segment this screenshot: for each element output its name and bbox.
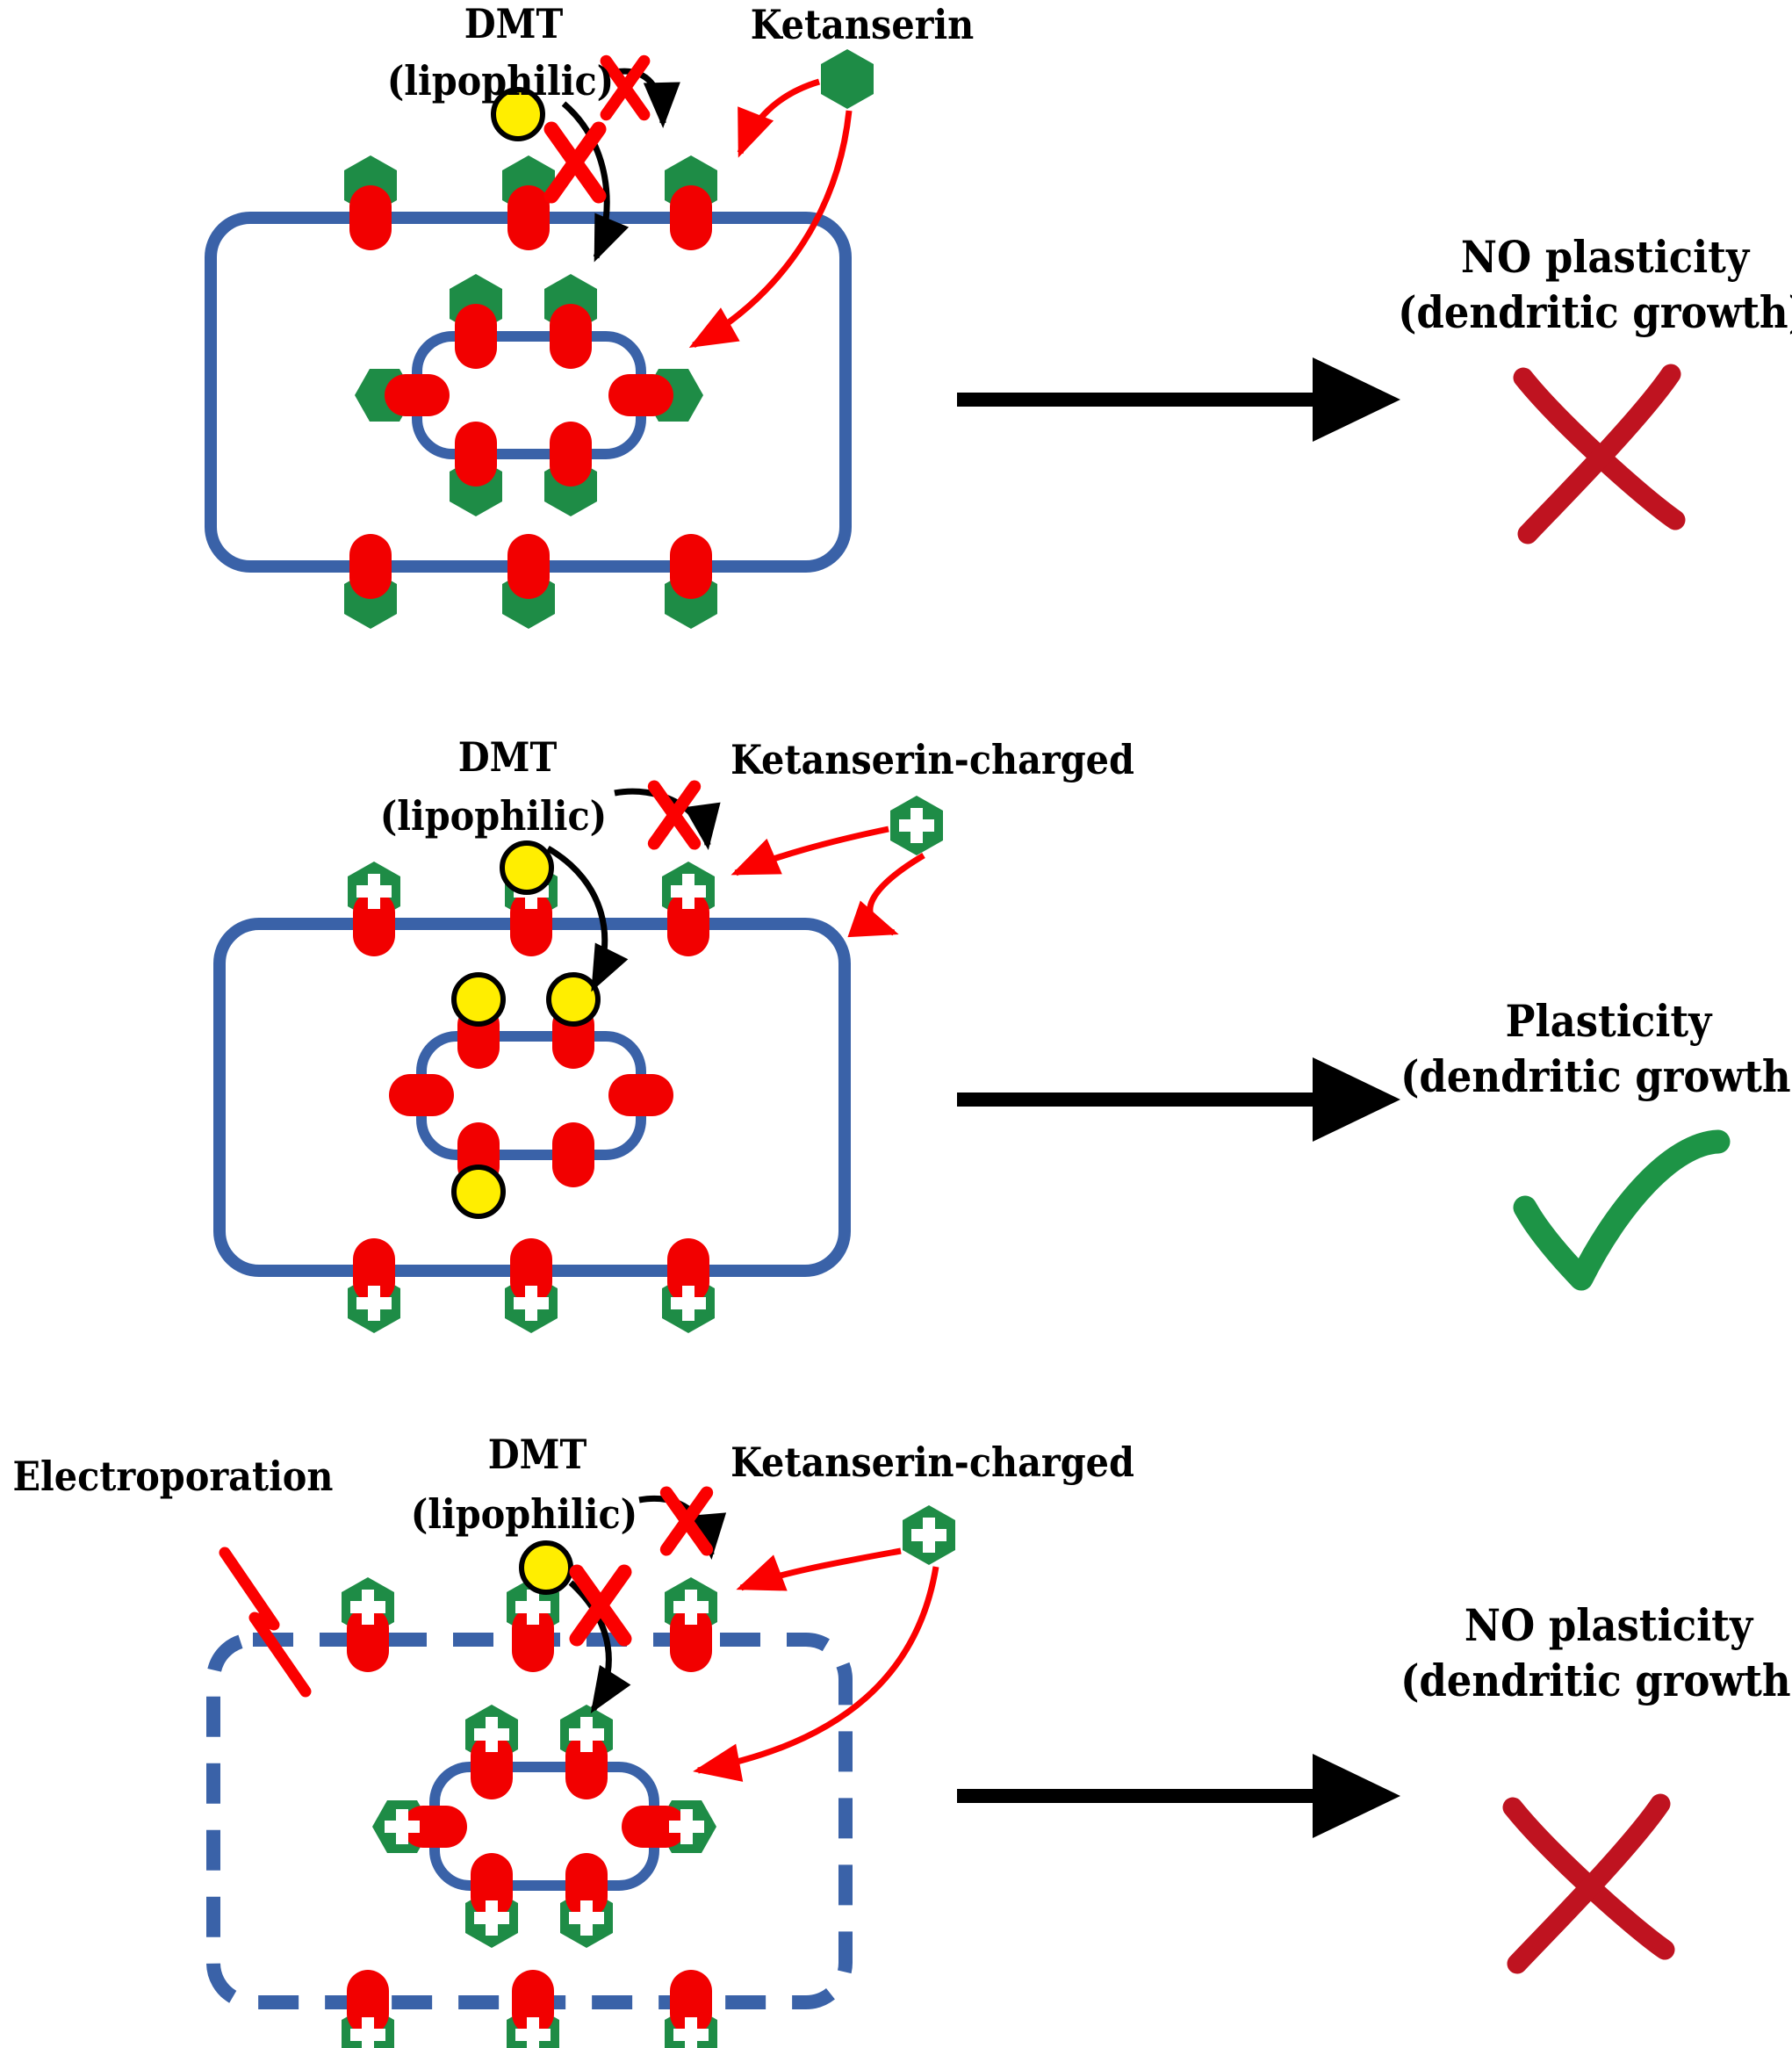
surface-receptor-charged-ketanserin-bound (662, 1238, 715, 1333)
outcome-line1: NO plasticity (1461, 231, 1751, 283)
surface-receptor-ketanserin-bound (665, 534, 717, 629)
surface-receptor-charged-ketanserin-bound (665, 1970, 717, 2048)
outcome-line2: (dendritic growth) (1400, 1050, 1792, 1102)
plasticity-check-icon (1513, 1129, 1731, 1291)
internal-receptor-dmt-bound (454, 975, 503, 1069)
internal-receptor-ketanserin-bound (355, 369, 450, 422)
ketanserin-charged-molecule-icon (903, 1505, 955, 1565)
surface-receptor-charged-ketanserin-bound (665, 1577, 717, 1672)
blocked-x-icon (654, 787, 694, 844)
ketanserin-surface-binding-arrow (737, 78, 821, 158)
dmt-label-line2: (lipophilic) (380, 792, 608, 840)
ligand-label: Ketanserin-charged (730, 1439, 1134, 1486)
cell-membrane (205, 212, 852, 573)
dmt-label-line1: DMT (488, 1431, 587, 1478)
electroporation-bolt-icon (219, 1547, 312, 1698)
ketanserin-membrane-rejected-arrow (847, 852, 925, 938)
ketanserin-internal-binding-arrow (688, 110, 853, 349)
outcome-line2: (dendritic growth) (1398, 286, 1792, 338)
surface-receptor-charged-ketanserin-bound (348, 1238, 400, 1333)
internal-receptor-unbound (389, 1074, 454, 1116)
ketanserin-surface-binding-arrow (736, 1547, 902, 1591)
dmt-entry-arrow (546, 845, 629, 992)
dmt-label-line1: DMT (464, 0, 564, 47)
surface-receptor-ketanserin-bound (344, 155, 397, 250)
surface-receptor-charged-ketanserin-bound (505, 1238, 558, 1333)
result-arrow (957, 1057, 1400, 1142)
outcome-line1: Plasticity (1506, 995, 1714, 1047)
dmt-surface-binding-arrow (614, 68, 680, 128)
internal-receptor-ketanserin-bound (544, 274, 597, 369)
dmt-label-line2: (lipophilic) (387, 57, 615, 105)
surface-receptor-ketanserin-bound (502, 534, 555, 629)
ketanserin-charged-molecule-icon (890, 796, 943, 855)
internal-receptor-dmt-bound (454, 1122, 503, 1216)
internal-receptor-charged-ketanserin-bound (372, 1800, 467, 1853)
surface-receptor-charged-ketanserin-bound (342, 1577, 394, 1672)
outcome-line1: NO plasticity (1465, 1599, 1754, 1651)
surface-receptor-charged-ketanserin-bound (507, 1970, 559, 2048)
internal-receptor-ketanserin-bound (544, 422, 597, 516)
internal-receptor-charged-ketanserin-bound (465, 1853, 518, 1948)
internal-receptor-charged-ketanserin-bound (465, 1705, 518, 1799)
surface-receptor-ketanserin-bound (502, 155, 555, 250)
result-arrow (957, 1754, 1400, 1838)
no-plasticity-x-icon (1523, 374, 1675, 534)
outcome-line2: (dendritic growth) (1400, 1655, 1792, 1706)
internal-receptor-charged-ketanserin-bound (622, 1800, 716, 1853)
electroporation-label: Electroporation (12, 1453, 333, 1500)
panel-3-electroporation: Electroporation DMT (lipophilic) Ketanse… (12, 1431, 1792, 2048)
ligand-label: Ketanserin-charged (730, 736, 1134, 783)
internal-receptor-ketanserin-bound (608, 369, 703, 422)
internal-receptor-charged-ketanserin-bound (560, 1705, 613, 1799)
panel-2-ketanserin-charged: DMT (lipophilic) Ketanserin-charged Plas… (213, 733, 1792, 1333)
no-plasticity-x-icon (1513, 1804, 1665, 1964)
internal-receptor-unbound (608, 1074, 673, 1116)
internal-receptor-charged-ketanserin-bound (560, 1853, 613, 1948)
ketanserin-molecule-icon (821, 49, 874, 109)
internal-receptor-ketanserin-bound (450, 274, 502, 369)
cell-membrane (213, 918, 851, 1277)
dmt-molecule-icon (522, 1543, 571, 1592)
dmt-molecule-icon (502, 843, 551, 892)
intracellular-compartment-membrane (429, 1762, 659, 1891)
dmt-label-line1: DMT (458, 733, 558, 781)
dmt-label-line2: (lipophilic) (411, 1490, 638, 1538)
dmt-surface-binding-arrow (614, 788, 721, 850)
intracellular-compartment-membrane (412, 331, 646, 459)
dmt-entry-arrow (561, 101, 630, 263)
surface-receptor-ketanserin-bound (665, 155, 717, 250)
surface-receptor-ketanserin-bound (344, 534, 397, 629)
ketanserin-internal-entry-arrow (693, 1566, 939, 1782)
ligand-label: Ketanserin (751, 1, 975, 48)
panel-1-ketanserin-uncharged: DMT (lipophilic) Ketanserin NO plasticit… (205, 0, 1792, 629)
surface-receptor-charged-ketanserin-bound (662, 862, 715, 956)
result-arrow (957, 357, 1400, 442)
surface-receptor-charged-ketanserin-bound (348, 862, 400, 956)
blocked-x-icon (551, 129, 599, 196)
ketanserin-surface-binding-arrow (730, 826, 889, 876)
internal-receptor-unbound (552, 1122, 594, 1187)
internal-receptor-dmt-bound (549, 975, 598, 1069)
dmt-entry-arrow (568, 1580, 631, 1714)
internal-receptor-ketanserin-bound (450, 422, 502, 516)
intracellular-compartment-membrane (416, 1031, 646, 1160)
surface-receptor-charged-ketanserin-bound (342, 1970, 394, 2048)
